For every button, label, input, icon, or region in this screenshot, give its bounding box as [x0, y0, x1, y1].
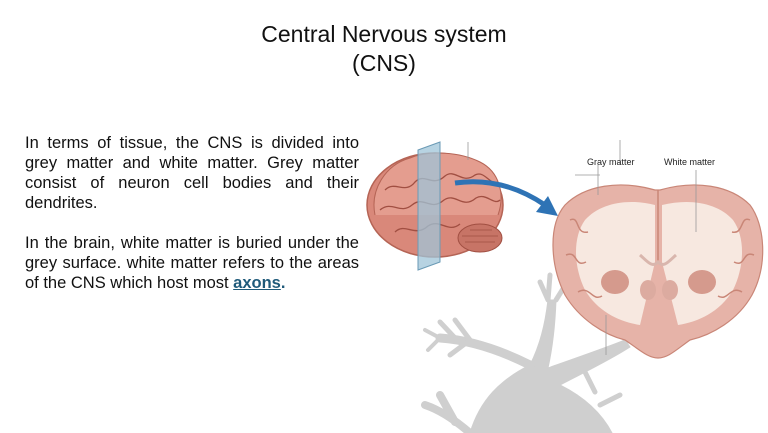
- paragraph-2: In the brain, white matter is buried und…: [25, 233, 359, 293]
- title-line-2: (CNS): [352, 50, 416, 76]
- slide-title: Central Nervous system (CNS): [0, 20, 768, 78]
- brain-coronal-section-image: Gray matter White matter: [552, 140, 764, 359]
- axons-link[interactable]: axons: [233, 274, 281, 292]
- brain-lateral-image: [366, 141, 504, 271]
- body-text: In terms of tissue, the CNS is divided i…: [25, 133, 359, 293]
- label-gray-matter: Gray matter: [587, 157, 635, 167]
- label-white-matter: White matter: [664, 157, 715, 167]
- paragraph-1: In terms of tissue, the CNS is divided i…: [25, 134, 359, 212]
- paragraph-2-text: In the brain, white matter is buried und…: [25, 234, 359, 292]
- title-line-1: Central Nervous system: [261, 21, 507, 47]
- arrow-icon: [454, 179, 558, 216]
- paragraph-2-period: .: [280, 274, 286, 292]
